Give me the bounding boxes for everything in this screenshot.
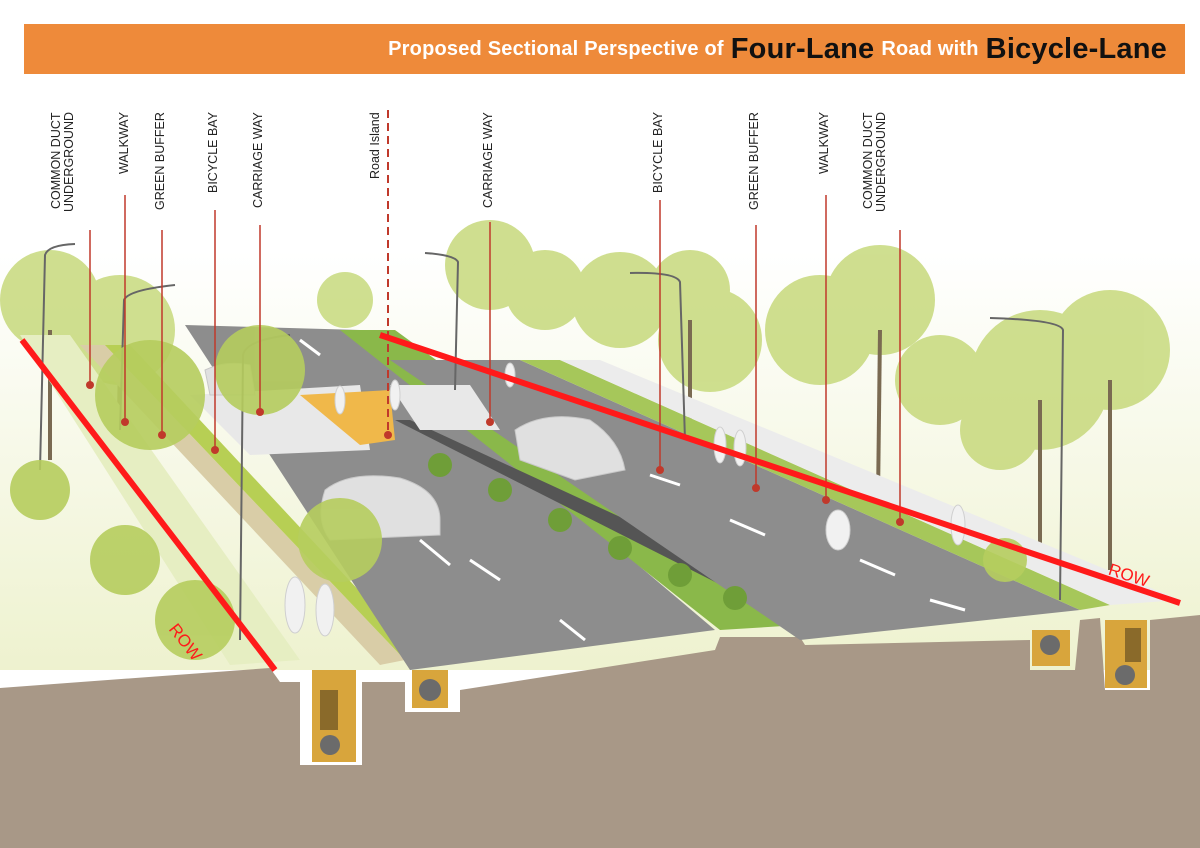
title-part-2: Four-Lane [730, 32, 875, 65]
common-duct-left-small [412, 670, 448, 708]
label-green-buffer-right: GREEN BUFFER [747, 112, 761, 210]
label-bicycle-bay-left: BICYCLE BAY [206, 112, 220, 194]
page-title: Proposed Sectional Perspective of Four-L… [388, 24, 1167, 74]
row-line-right [379, 332, 1181, 606]
label-carriage-way-right: CARRIAGE WAY [481, 112, 495, 208]
row-line-left [19, 338, 278, 672]
common-duct-left [312, 670, 356, 762]
right-bicycle-bay [520, 360, 1110, 610]
right-walkway [560, 360, 1180, 605]
right-crosswalk [390, 385, 500, 430]
label-common-duct-left: COMMON DUCT UNDERGROUND [49, 112, 76, 212]
label-carriage-way-left: CARRIAGE WAY [251, 112, 265, 208]
title-part-1: Proposed Sectional Perspective of [388, 37, 724, 60]
leader-dots [86, 381, 904, 526]
median-crosswalk [300, 390, 395, 445]
title-banner: Proposed Sectional Perspective of Four-L… [24, 24, 1185, 74]
background-trees [0, 220, 1170, 470]
right-lane-markings [649, 473, 966, 612]
title-part-4: Bicycle-Lane [985, 32, 1167, 65]
label-bicycle-bay-right: BICYCLE BAY [651, 112, 665, 194]
common-duct-right-small [1032, 630, 1070, 666]
common-duct-right [1105, 620, 1147, 688]
label-common-duct-right: COMMON DUCT UNDERGROUND [861, 112, 888, 212]
title-part-3: Road with [881, 37, 979, 60]
label-walkway-left: WALKWAY [117, 112, 131, 175]
left-walkway-strip [20, 335, 300, 665]
ground-section [0, 615, 1200, 848]
median-plants [428, 453, 747, 610]
label-walkway-right: WALKWAY [817, 112, 831, 175]
label-green-buffer-left: GREEN BUFFER [153, 112, 167, 210]
median-barrier [395, 420, 800, 625]
leader-lines [89, 195, 901, 522]
label-road-island: Road Island [368, 112, 382, 179]
